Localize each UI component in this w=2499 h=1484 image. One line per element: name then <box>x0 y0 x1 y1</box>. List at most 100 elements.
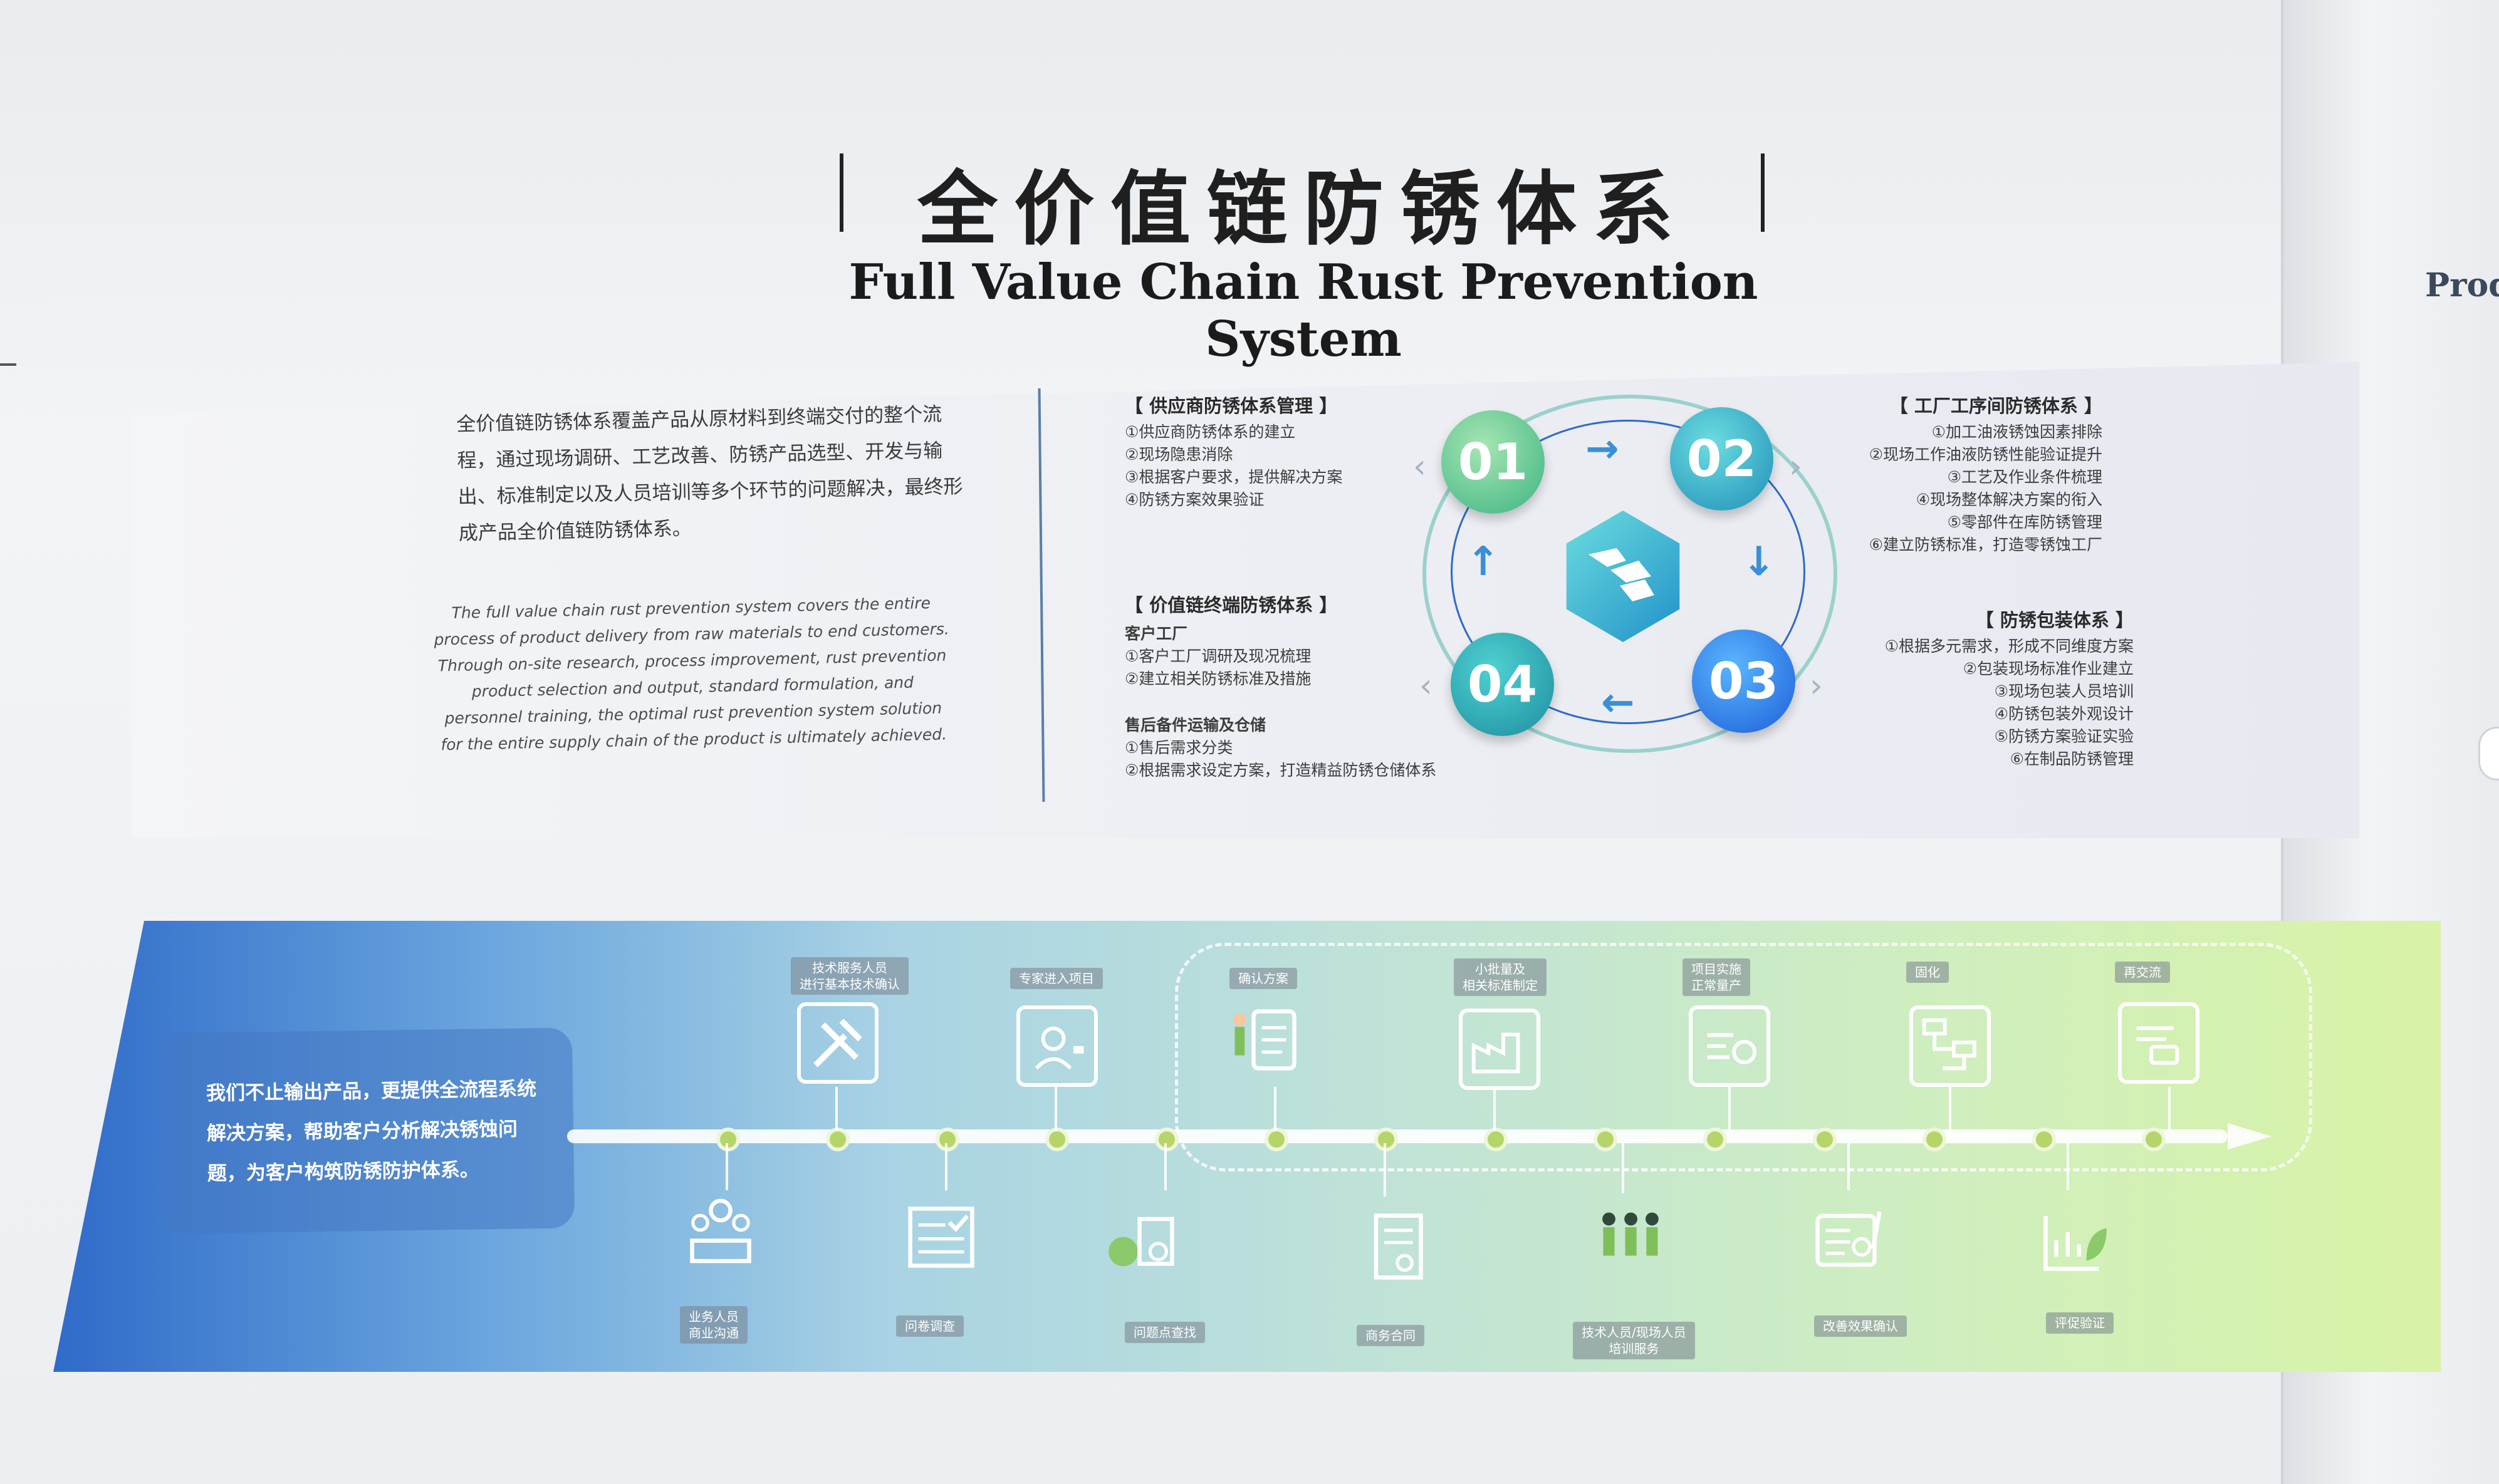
bottom-step-label: 技术人员/现场人员 培训服务 <box>1573 1322 1695 1359</box>
bottom-step-label: 问题点查找 <box>1125 1322 1205 1343</box>
timeline-dot <box>1594 1128 1617 1151</box>
step-circle-04: 04 <box>1451 633 1554 736</box>
arrow-right-icon: → <box>1585 426 1619 472</box>
top-step-label: 确认方案 <box>1229 968 1297 989</box>
top-step-label: 项目实施 正常量产 <box>1683 958 1750 996</box>
factory-item: ⑤零部件在库防锈管理 <box>1947 513 2102 531</box>
timeline-dot <box>1703 1128 1727 1151</box>
factory-heading: 【 工厂工序间防锈体系 】 <box>1889 395 2102 417</box>
packaging-item: ⑥在制品防锈管理 <box>2010 750 2134 768</box>
supplier-block: 【 供应商防锈体系管理 】 ①供应商防锈体系的建立 ②现场隐患消除 ③根据客户要… <box>1125 395 1342 511</box>
packaging-item: ①根据多元需求，形成不同维度方案 <box>1884 637 2134 655</box>
title-chinese: 全价值链防锈体系 <box>917 162 1689 256</box>
training-icon <box>1589 1203 1670 1284</box>
bottom-step-label: 问卷调查 <box>896 1315 964 1337</box>
wall-fixture <box>2478 727 2499 781</box>
arrow-up-icon: ↑ <box>1466 539 1500 585</box>
cycle-outer-ring <box>1422 395 1837 753</box>
top-step-label: 小批量及 相关标准制定 <box>1454 958 1547 996</box>
terminal-item: ①客户工厂调研及现况梳理 <box>1125 647 1312 665</box>
packaging-item: ⑤防锈方案验证实验 <box>1994 727 2134 745</box>
checklist-icon <box>900 1196 982 1278</box>
timeline-dot <box>1923 1128 1946 1151</box>
bottom-step-label: 业务人员 商业沟通 <box>680 1306 748 1344</box>
supplier-item: ①供应商防锈体系的建立 <box>1125 423 1296 441</box>
step-stem <box>2067 1143 2069 1190</box>
timeline-dot <box>1484 1128 1508 1151</box>
bottom-step-label: 改善效果确认 <box>1814 1315 1907 1337</box>
supplier-item: ②现场隐患消除 <box>1125 445 1233 464</box>
step-stem <box>1847 1143 1850 1190</box>
title-english: Full Value Chain Rust Prevention System <box>848 254 1758 368</box>
chevron-left-icon: ‹ <box>1419 667 1432 705</box>
terminal-block: 【 价值链终端防锈体系 】 客户工厂 ①客户工厂调研及现况梳理 ②建立相关防锈标… <box>1125 594 1436 782</box>
step-stem <box>726 1143 728 1190</box>
packaging-item: ③现场包装人员培训 <box>1994 682 2134 700</box>
upper-info-panel <box>132 362 2359 838</box>
analysis-icon <box>1103 1203 1184 1284</box>
supplier-item: ③根据客户要求，提供解决方案 <box>1125 468 1343 486</box>
terminal-sub1: 客户工厂 <box>1125 625 1188 643</box>
factory-item: ③工艺及作业条件梳理 <box>1947 468 2102 486</box>
supplier-heading: 【 供应商防锈体系管理 】 <box>1125 395 1338 417</box>
terminal-item: ②建立相关防锈标准及措施 <box>1125 670 1312 688</box>
timeline-dot <box>826 1128 850 1151</box>
report-icon <box>1808 1200 1889 1281</box>
step-stem <box>2168 1087 2171 1131</box>
top-step-label: 专家进入项目 <box>1010 968 1103 989</box>
title-left-bar <box>840 153 843 232</box>
timeline-dot <box>1045 1128 1069 1151</box>
wall-edge-mark <box>0 363 16 366</box>
bottom-step-label: 评促验证 <box>2046 1312 2114 1334</box>
chevron-right-icon: › <box>1810 667 1823 705</box>
contract-icon <box>1360 1206 1441 1287</box>
packaging-item: ④防锈包装外观设计 <box>1994 705 2134 723</box>
packaging-heading: 【 防锈包装体系 】 <box>1975 610 2134 631</box>
step-stem <box>1274 1087 1276 1131</box>
eco-chart-icon <box>2033 1200 2115 1281</box>
timeline-dot <box>2142 1128 2166 1151</box>
arrow-down-icon: ↓ <box>1742 539 1776 585</box>
timeline-arrow-tip <box>2228 1123 2272 1149</box>
step-stem <box>1949 1087 1951 1131</box>
factory-item: ①加工油液锈蚀因素排除 <box>1931 423 2102 441</box>
tools-icon <box>797 1002 879 1084</box>
step-stem <box>1164 1143 1167 1190</box>
step-stem <box>1493 1090 1496 1131</box>
factory-icon <box>1459 1009 1540 1090</box>
intro-chinese: 全价值链防锈体系覆盖产品从原材料到终端交付的整个流程，通过现场调研、工艺改善、防… <box>456 403 963 545</box>
right-wall-text: Prod <box>2425 266 2499 304</box>
gear-doc-icon <box>1689 1005 1770 1087</box>
step-circle-03: 03 <box>1692 630 1795 733</box>
title-right-bar <box>1761 153 1765 232</box>
clipboard-icon <box>1225 999 1307 1081</box>
packaging-block: 【 防锈包装体系 】 ①根据多元需求，形成不同维度方案 ②包装现场标准作业建立 … <box>1864 609 2134 771</box>
packaging-item: ②包装现场标准作业建立 <box>1963 660 2134 678</box>
terminal-item: ①售后需求分类 <box>1125 739 1233 757</box>
timeline-dot <box>1155 1128 1179 1151</box>
meeting-icon <box>680 1190 761 1272</box>
timeline-dot <box>1813 1128 1837 1151</box>
arrow-left-icon: ← <box>1601 680 1635 726</box>
terminal-sub2: 售后备件运输及仓储 <box>1125 716 1266 734</box>
terminal-item: ②根据需求设定方案，打造精益防锈仓储体系 <box>1125 761 1437 779</box>
top-step-label: 技术服务人员 进行基本技术确认 <box>791 957 909 995</box>
factory-item: ④现场整体解决方案的衔入 <box>1916 490 2102 509</box>
timeline-dot <box>716 1128 740 1151</box>
timeline-dot <box>1374 1128 1398 1151</box>
supplier-item: ④防锈方案效果验证 <box>1125 490 1265 509</box>
step-stem <box>945 1143 947 1190</box>
terminal-heading: 【 价值链终端防锈体系 】 <box>1125 594 1338 616</box>
expert-icon <box>1016 1005 1098 1087</box>
bottom-step-label: 商务合同 <box>1357 1325 1424 1346</box>
timeline-dot <box>936 1128 959 1151</box>
timeline-dot <box>1265 1128 1288 1151</box>
company-logo-icon <box>1582 542 1664 604</box>
step-stem <box>1728 1087 1731 1131</box>
timeline-dot <box>2032 1128 2056 1151</box>
chat-doc-icon <box>2118 1002 2199 1084</box>
step-stem <box>1622 1143 1624 1193</box>
step-stem <box>1055 1087 1057 1131</box>
step-circle-02: 02 <box>1670 407 1773 511</box>
step-circle-01: 01 <box>1441 410 1545 514</box>
